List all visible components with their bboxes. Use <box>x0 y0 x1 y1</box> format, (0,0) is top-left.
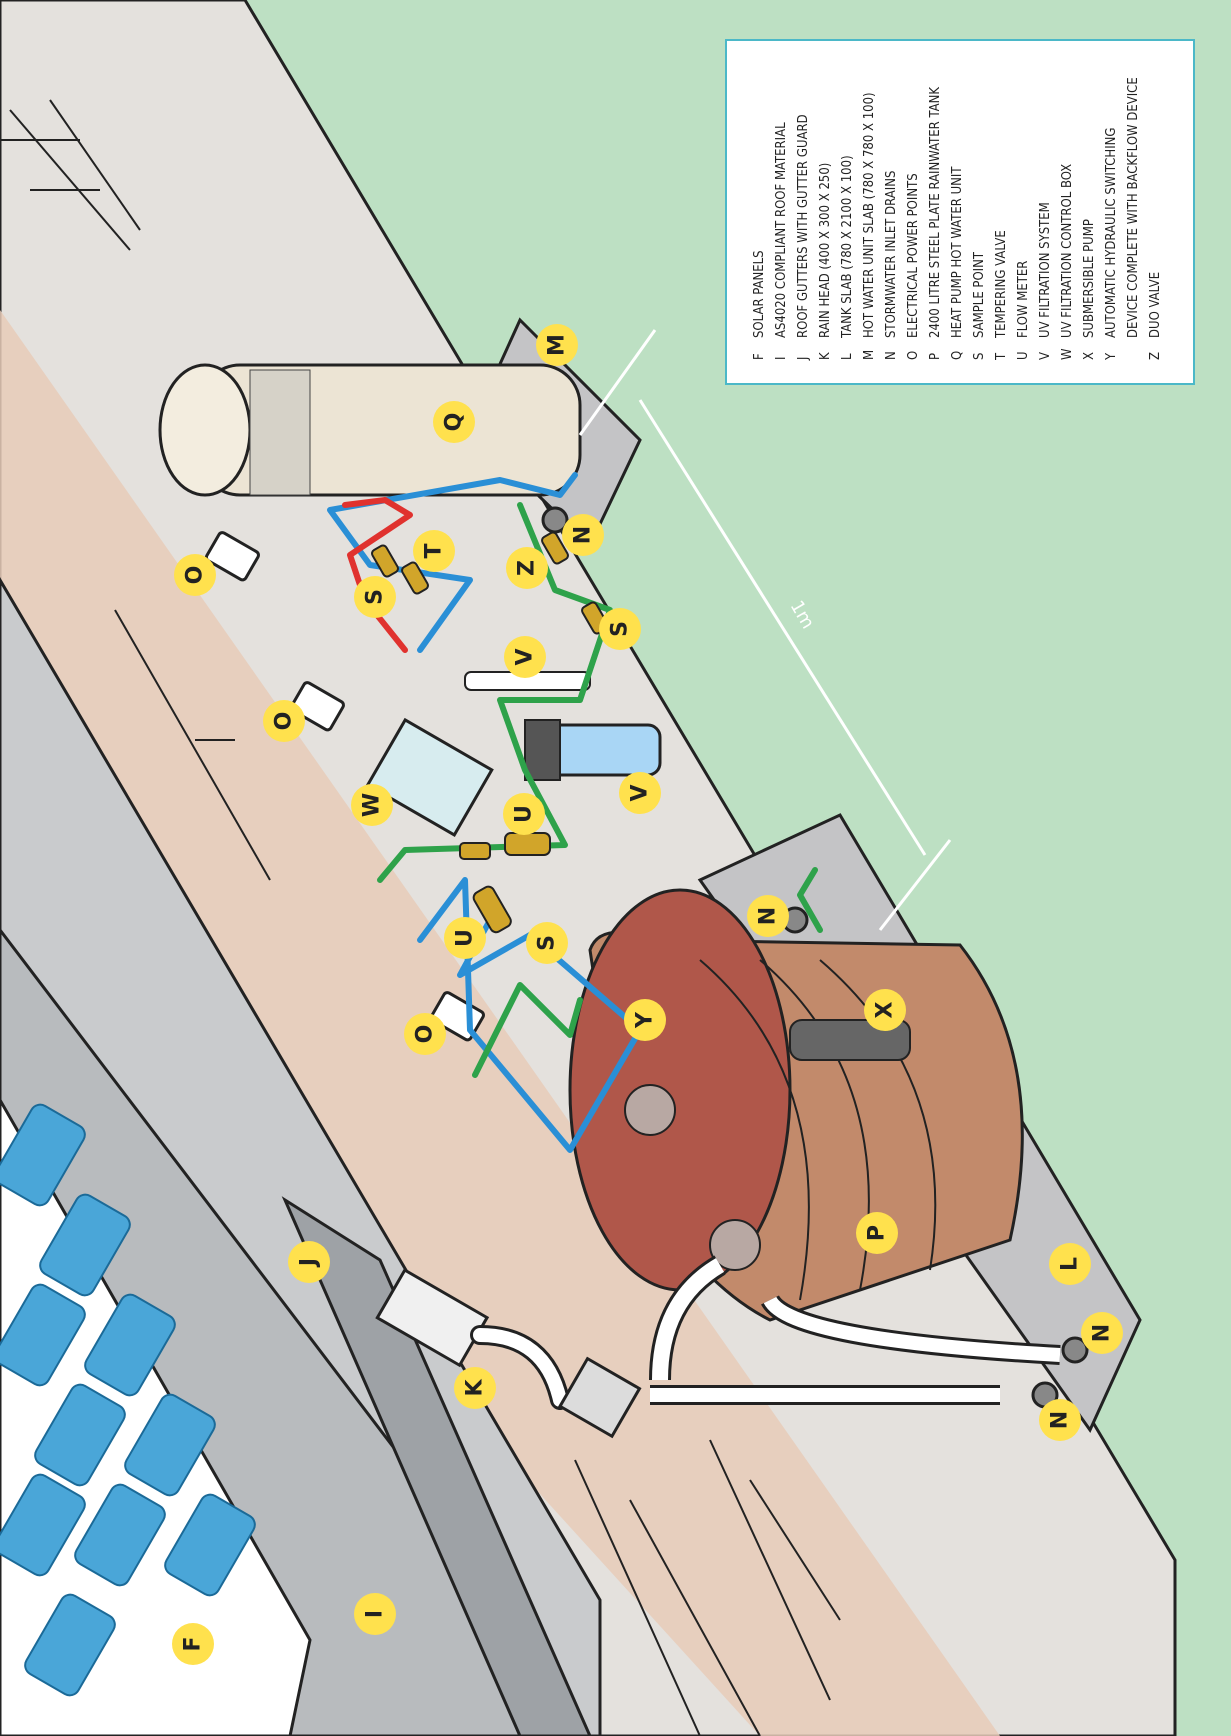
callout-i: I <box>354 1593 396 1635</box>
legend-label: AS4020 COMPLIANT ROOF MATERIAL <box>774 122 789 338</box>
legend-code: W <box>1060 348 1075 360</box>
callout-letter: O <box>183 566 208 585</box>
legend-label: UV FILTRATION CONTROL BOX <box>1060 164 1075 338</box>
callout-letter: W <box>360 793 385 817</box>
callout-u: U <box>444 917 486 959</box>
legend-label: DEVICE COMPLETE WITH BACKFLOW DEVICE <box>1126 77 1141 338</box>
callout-f: F <box>172 1623 214 1665</box>
callout-letter: X <box>873 1001 898 1018</box>
legend-label: HOT WATER UNIT SLAB (780 X 780 X 100) <box>862 92 877 338</box>
heat-pump-unit <box>160 365 580 495</box>
callout-u: U <box>503 793 545 835</box>
legend-label: ELECTRICAL POWER POINTS <box>906 173 921 338</box>
callout-letter: Z <box>515 560 540 576</box>
legend-code: Z <box>1148 352 1163 360</box>
callout-letter: Q <box>442 413 467 432</box>
callout-letter: U <box>512 805 537 823</box>
callout-v: V <box>619 772 661 814</box>
callout-p: P <box>856 1212 898 1254</box>
legend-code: N <box>884 351 899 360</box>
callout-n: N <box>1081 1312 1123 1354</box>
legend-label: ROOF GUTTERS WITH GUTTER GUARD <box>796 114 811 338</box>
legend-label: SAMPLE POINT <box>972 251 987 338</box>
legend-label: RAIN HEAD (400 X 300 X 250) <box>818 163 833 338</box>
callout-letter: J <box>297 1258 322 1268</box>
legend-label: HEAT PUMP HOT WATER UNIT <box>950 166 965 338</box>
legend-code: L <box>840 353 855 360</box>
legend-code: O <box>906 351 921 360</box>
legend-box: F SOLAR PANELS I AS4020 COMPLIANT ROOF MATE… <box>726 40 1194 384</box>
legend-code: V <box>1038 352 1053 360</box>
legend-code: Y <box>1104 352 1119 361</box>
legend-code: J <box>796 357 811 361</box>
callout-s: S <box>599 608 641 650</box>
legend-label: SOLAR PANELS <box>752 250 767 338</box>
callout-l: L <box>1049 1243 1091 1285</box>
callout-v: V <box>504 636 546 678</box>
callout-letter: V <box>628 784 653 801</box>
callout-x: X <box>864 989 906 1031</box>
legend-code: T <box>994 352 1009 361</box>
legend-label: UV FILTRATION SYSTEM <box>1038 202 1053 338</box>
legend-code: Q <box>950 351 965 360</box>
callout-s: S <box>354 576 396 618</box>
legend-code: P <box>928 353 943 360</box>
callout-o: O <box>263 700 305 742</box>
callout-k: K <box>454 1367 496 1409</box>
callout-letter: N <box>1048 1411 1073 1429</box>
callout-s: S <box>526 922 568 964</box>
callout-letter: F <box>181 1636 206 1651</box>
callout-letter: P <box>865 1225 890 1241</box>
callout-letter: I <box>363 1610 388 1618</box>
legend-code: X <box>1082 352 1097 360</box>
callout-letter: T <box>422 543 447 558</box>
legend-label: TANK SLAB (780 X 2100 X 100) <box>840 155 855 339</box>
legend-code: F <box>752 353 767 360</box>
legend-code: I <box>774 357 789 360</box>
callout-letter: M <box>545 334 570 356</box>
legend-label: 2400 LITRE STEEL PLATE RAINWATER TANK <box>928 87 943 338</box>
callout-letter: V <box>513 648 538 665</box>
callout-m: M <box>536 324 578 366</box>
legend-code: U <box>1016 351 1031 360</box>
callout-letter: N <box>756 907 781 925</box>
callout-letter: N <box>1090 1324 1115 1342</box>
callout-n: N <box>1039 1399 1081 1441</box>
legend-label: FLOW METER <box>1016 261 1031 338</box>
legend-label: TEMPERING VALVE <box>994 230 1009 339</box>
callout-letter: S <box>535 935 560 951</box>
callout-letter: K <box>463 1379 488 1397</box>
callout-letter: N <box>571 526 596 544</box>
callout-q: Q <box>433 401 475 443</box>
callout-t: T <box>413 530 455 572</box>
callout-o: O <box>404 1013 446 1055</box>
callout-letter: O <box>272 712 297 731</box>
legend-code: S <box>972 353 987 360</box>
legend-code: M <box>862 350 877 360</box>
callout-y: Y <box>624 999 666 1041</box>
callout-w: W <box>351 784 393 826</box>
legend-label: AUTOMATIC HYDRAULIC SWITCHING <box>1104 128 1119 338</box>
legend-label: DUO VALVE <box>1148 272 1163 338</box>
callout-z: Z <box>506 547 548 589</box>
callout-n: N <box>562 514 604 556</box>
legend-label: STORMWATER INLET DRAINS <box>884 171 899 338</box>
rainwater-tank <box>570 890 1022 1320</box>
callout-n: N <box>747 895 789 937</box>
callout-o: O <box>174 554 216 596</box>
callout-letter: S <box>608 621 633 637</box>
legend-code: K <box>818 352 833 360</box>
legend-label: SUBMERSIBLE PUMP <box>1082 219 1097 338</box>
callout-letter: S <box>363 589 388 605</box>
dimension-label: 1m <box>786 597 819 633</box>
callout-letter: U <box>453 929 478 947</box>
callout-letter: Y <box>633 1011 658 1029</box>
callout-letter: O <box>413 1025 438 1044</box>
callout-letter: L <box>1058 1257 1083 1271</box>
callout-j: J <box>288 1241 330 1283</box>
